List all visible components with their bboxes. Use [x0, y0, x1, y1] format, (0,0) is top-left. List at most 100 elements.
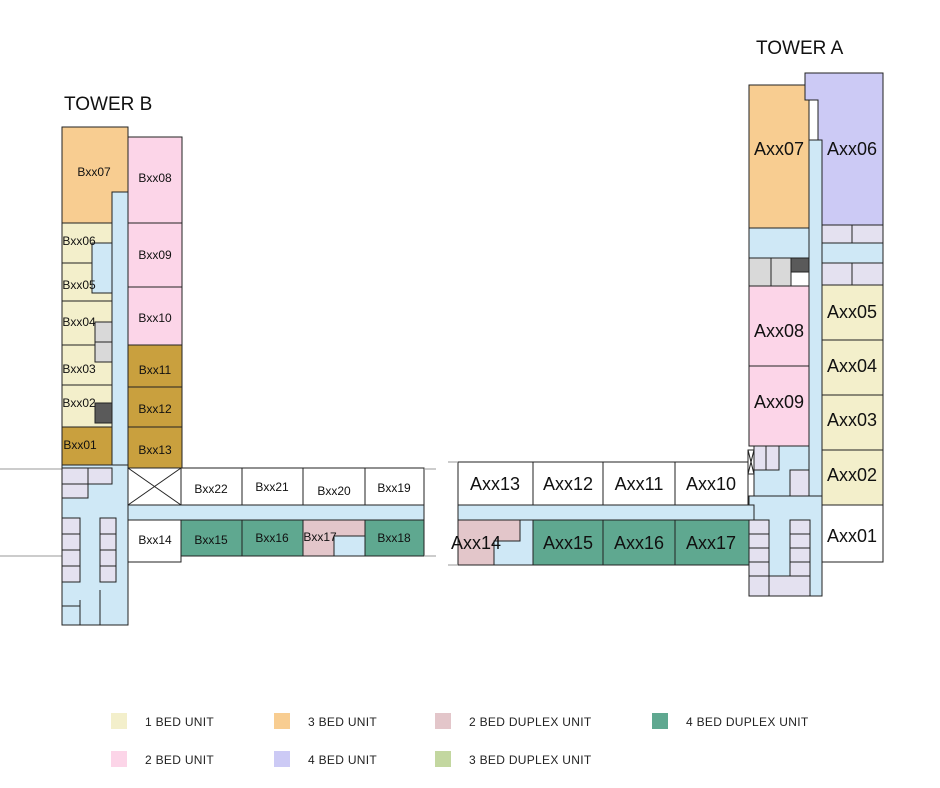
legend-swatch-4bed-duplex [652, 713, 668, 729]
service-shaft [94, 321, 113, 343]
corridor [111, 191, 129, 469]
corridor [821, 242, 884, 264]
stair [789, 469, 810, 497]
lift-shaft [790, 257, 810, 273]
tower-a-title: TOWER A [756, 38, 844, 59]
stair [789, 561, 811, 577]
legend-swatch-3bed [274, 713, 290, 729]
unit-bxx15[interactable] [180, 519, 243, 557]
stair [748, 547, 770, 563]
corridor [748, 227, 810, 259]
stair [99, 533, 117, 551]
unit-axx04[interactable] [821, 339, 884, 396]
legend-label: 2 BED DUPLEX UNIT [469, 715, 592, 729]
tower-b: Bxx07 Bxx08 Bxx06 Bxx09 Bxx05 Bxx04 Bxx1… [61, 126, 436, 626]
unit-bxx20[interactable] [302, 467, 366, 506]
unit-label: Axx09 [754, 392, 804, 412]
unit-bxx18[interactable] [364, 519, 425, 557]
unit-label: Bxx07 [77, 165, 111, 179]
unit-label: Bxx22 [194, 482, 228, 496]
unit-bxx22[interactable] [180, 467, 243, 506]
stair [789, 533, 811, 549]
unit-label: Bxx03 [62, 362, 96, 376]
unit-label: Axx05 [827, 302, 877, 322]
stair [748, 575, 770, 597]
unit-axx05[interactable] [821, 284, 884, 341]
stair [99, 565, 117, 583]
unit-bxx13[interactable] [127, 426, 183, 469]
unit-label: Axx02 [827, 465, 877, 485]
legend-swatch-4bed [274, 751, 290, 767]
unit-bxx08[interactable] [127, 136, 183, 224]
unit-bxx10[interactable] [127, 286, 183, 346]
unit-bxx19[interactable] [364, 467, 425, 506]
unit-axx08[interactable] [748, 285, 810, 367]
stair [61, 517, 81, 535]
stair [748, 561, 770, 577]
unit-bxx21[interactable] [241, 467, 304, 506]
stair [768, 575, 811, 597]
unit-bxx14[interactable] [127, 519, 182, 563]
legend-swatch-3bed-duplex [435, 751, 451, 767]
legend-label: 4 BED UNIT [308, 753, 377, 767]
unit-label: Bxx18 [377, 531, 411, 545]
stair [61, 533, 81, 551]
unit-label: Axx14 [451, 533, 501, 553]
unit-axx01[interactable] [821, 504, 884, 563]
unit-label: Bxx06 [62, 234, 96, 248]
unit-axx16[interactable] [602, 519, 676, 566]
unit-label: Bxx11 [139, 363, 172, 377]
unit-label: Axx17 [686, 533, 736, 553]
unit-label: Axx12 [543, 474, 593, 494]
legend-swatch-2bed-duplex [435, 713, 451, 729]
unit-label: Bxx19 [377, 481, 411, 495]
unit-axx02[interactable] [821, 449, 884, 506]
unit-axx13[interactable] [457, 461, 534, 506]
legend-label: 3 BED UNIT [308, 715, 377, 729]
stair [61, 565, 81, 583]
stair [748, 519, 770, 535]
unit-label: Bxx10 [138, 311, 172, 325]
unit-label: Bxx09 [138, 248, 172, 262]
unit-bxx09[interactable] [127, 222, 183, 288]
service-shaft [748, 257, 772, 287]
tower-a: Axx07 Axx06 Axx05 Axx08 Axx04 Axx09 Axx0… [448, 72, 884, 597]
legend-label: 4 BED DUPLEX UNIT [686, 715, 809, 729]
unit-label: Bxx20 [317, 484, 351, 498]
unit-label: Bxx08 [138, 171, 172, 185]
stair [99, 517, 117, 535]
stair [61, 549, 81, 567]
unit-label: Bxx17 [303, 530, 337, 544]
unit-label: Bxx02 [62, 396, 96, 410]
service-shaft [94, 341, 113, 363]
unit-label: Axx03 [827, 410, 877, 430]
unit-bxx01[interactable] [61, 426, 113, 466]
unit-label: Bxx14 [138, 533, 172, 547]
unit-label: Axx13 [470, 474, 520, 494]
lift-shaft [94, 402, 113, 424]
unit-axx10[interactable] [674, 461, 749, 506]
legend-swatch-1bed [111, 713, 127, 729]
unit-bxx11[interactable] [127, 344, 183, 388]
unit-label: Bxx15 [194, 533, 228, 547]
stair [789, 547, 811, 563]
corridor [457, 504, 755, 521]
stair [87, 467, 113, 485]
legend-label: 1 BED UNIT [145, 715, 214, 729]
service-shaft [770, 257, 792, 287]
unit-label: Bxx21 [255, 480, 289, 494]
unit-label: Axx16 [614, 533, 664, 553]
legend-swatch-2bed [111, 751, 127, 767]
unit-label: Bxx13 [138, 443, 172, 457]
unit-axx15[interactable] [532, 519, 604, 566]
unit-label: Axx07 [754, 139, 804, 159]
stair [99, 549, 117, 567]
unit-bxx12[interactable] [127, 386, 183, 428]
unit-label: Axx04 [827, 356, 877, 376]
corridor [127, 504, 425, 521]
unit-axx17[interactable] [674, 519, 750, 566]
unit-axx12[interactable] [532, 461, 604, 506]
legend-label: 2 BED UNIT [145, 753, 214, 767]
unit-label: Axx10 [686, 474, 736, 494]
stair [61, 483, 89, 499]
